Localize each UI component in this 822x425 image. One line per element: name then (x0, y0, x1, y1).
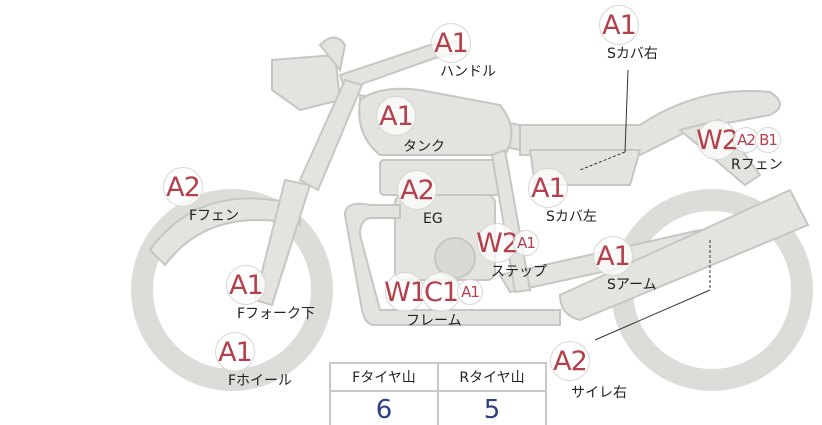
grade-badge: A2 (163, 167, 203, 207)
grade-badge: A1 (599, 5, 639, 45)
grade-badge: A1 (226, 265, 266, 305)
part-r-fender[interactable]: W2 A2 B1 Rフェン (696, 120, 783, 174)
grade-badge: A1 (431, 23, 471, 63)
grade-badge: A1 (593, 236, 633, 276)
front-tire-header: Fタイヤ山 (329, 362, 439, 392)
grade-badge: A1 (457, 279, 483, 305)
grade-badge: W2 (696, 120, 739, 160)
part-s-cover-right[interactable]: A1 Sカバ右 (599, 5, 658, 63)
part-label: Fホイール (228, 373, 293, 389)
part-label: タンク (403, 139, 445, 155)
part-f-fender[interactable]: A2 Fフェン (163, 167, 239, 225)
part-engine[interactable]: A2 EG (397, 170, 443, 227)
part-label: サイレ右 (571, 385, 627, 401)
part-label: ステップ (491, 264, 547, 280)
part-label: フレーム (406, 313, 462, 329)
part-frame[interactable]: W1 C1 A1 フレーム (384, 272, 483, 330)
grade-badge: A1 (513, 230, 539, 256)
grade-badge: A2 (550, 341, 590, 381)
tire-tread-table: Fタイヤ山 Rタイヤ山 6 5 (329, 362, 547, 425)
rear-tire-header: Rタイヤ山 (437, 362, 547, 392)
grade-badge: B1 (755, 127, 781, 153)
grade-badge: A1 (215, 332, 255, 372)
part-swing-arm[interactable]: A1 Sアーム (593, 236, 657, 294)
grade-badge: A1 (376, 96, 416, 136)
rear-tire-value: 5 (437, 390, 547, 425)
grade-badge: W1 (384, 272, 427, 312)
grade-badge: W2 (476, 223, 519, 263)
part-tank[interactable]: A1 タンク (376, 96, 445, 156)
part-step[interactable]: W2 A1 ステップ (476, 223, 547, 281)
grade-badge: C1 (421, 272, 461, 312)
part-label: EG (423, 211, 443, 227)
part-label: Rフェン (731, 157, 783, 173)
front-tire-value: 6 (329, 390, 439, 425)
part-silencer-right[interactable]: A2 サイレ右 (550, 341, 627, 402)
part-label: ハンドル (440, 64, 496, 80)
part-label: Sカバ左 (546, 209, 597, 225)
part-f-wheel[interactable]: A1 Fホイール (215, 332, 292, 390)
grade-badge: A1 (528, 168, 568, 208)
part-label: Sカバ右 (607, 46, 658, 62)
part-handle[interactable]: A1 ハンドル (431, 23, 496, 81)
part-s-cover-left[interactable]: A1 Sカバ左 (528, 168, 597, 226)
grade-badge: A2 (397, 170, 437, 210)
part-label: Fフェン (189, 208, 240, 224)
grade-badge: A2 (733, 127, 759, 153)
part-label: Sアーム (607, 277, 657, 293)
part-label: Fフォーク下 (237, 306, 316, 322)
part-f-fork-lower[interactable]: A1 Fフォーク下 (226, 265, 315, 323)
